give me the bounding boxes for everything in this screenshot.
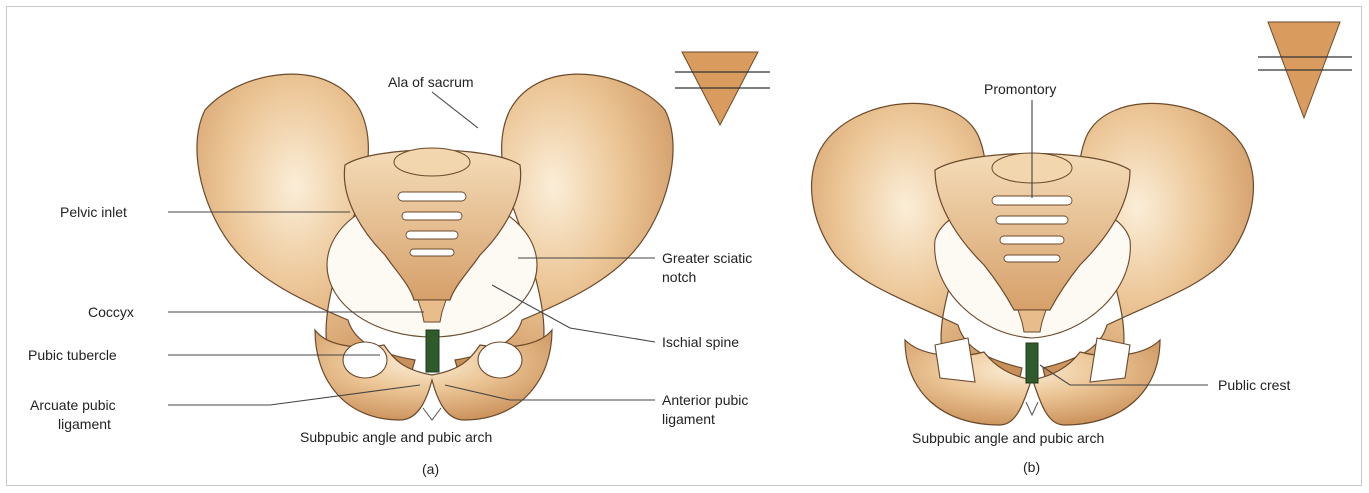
- label-arcuate-pubic-ligament-2: ligament: [58, 416, 111, 432]
- label-public-crest: Public crest: [1218, 377, 1290, 393]
- label-anterior-pubic-ligament-2: ligament: [662, 411, 715, 427]
- right-obturator-foramen: [478, 342, 522, 378]
- pubic-symphysis: [426, 330, 439, 372]
- triangle-inlet-icon-b: [1258, 22, 1352, 118]
- label-pubic-tubercle: Pubic tubercle: [28, 347, 117, 363]
- left-obturator-foramen-b: [935, 338, 975, 382]
- label-pelvic-inlet: Pelvic inlet: [60, 204, 127, 220]
- right-obturator-foramen-b: [1090, 338, 1130, 382]
- panel-b-caption: (b): [1023, 459, 1040, 475]
- label-ischial-spine: Ischial spine: [662, 334, 739, 350]
- label-subpubic-angle-a: Subpubic angle and pubic arch: [300, 429, 492, 445]
- label-greater-sciatic-notch-1: Greater sciatic: [662, 250, 752, 266]
- label-greater-sciatic-notch-2: notch: [662, 269, 696, 285]
- label-promontory: Promontory: [984, 81, 1056, 97]
- pubic-symphysis-b: [1026, 343, 1038, 383]
- subpubic-angle-marker: [423, 408, 441, 420]
- left-obturator-foramen: [343, 342, 387, 378]
- sacral-promontory: [394, 148, 470, 176]
- label-arcuate-pubic-ligament-1: Arcuate pubic: [30, 397, 116, 413]
- triangle-inlet-icon: [675, 52, 770, 125]
- label-anterior-pubic-ligament-1: Anterior pubic: [662, 392, 748, 408]
- label-ala-of-sacrum: Ala of sacrum: [388, 74, 474, 90]
- panel-a-pelvis: [197, 74, 673, 420]
- panel-a-caption: (a): [422, 461, 439, 477]
- subpubic-angle-marker-b: [1026, 402, 1038, 415]
- label-coccyx: Coccyx: [88, 304, 134, 320]
- label-subpubic-angle-b: Subpubic angle and pubic arch: [912, 430, 1104, 446]
